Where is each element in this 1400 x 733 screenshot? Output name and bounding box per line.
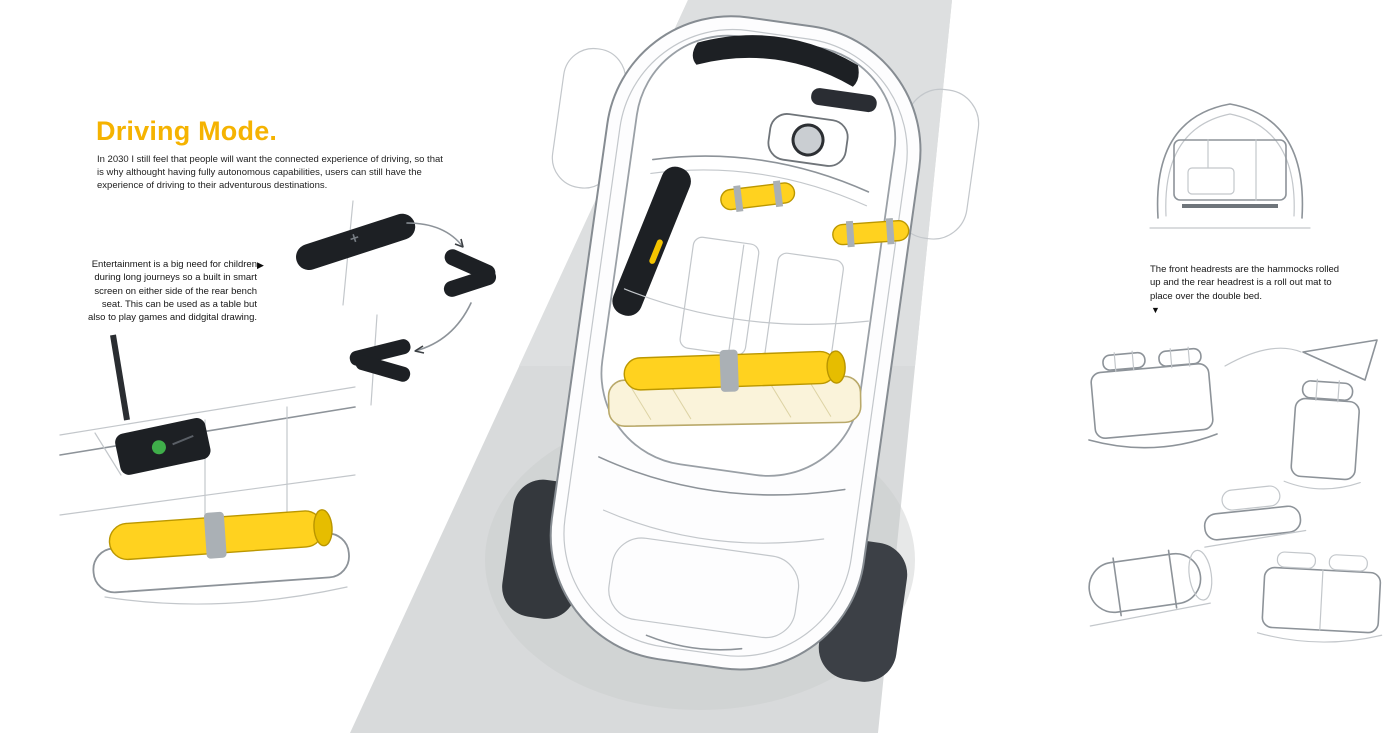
car-rear-section-sketch	[1149, 103, 1311, 229]
bench-front-view	[1256, 551, 1383, 643]
roof-screen-panel	[811, 88, 877, 113]
rear-deck-line2	[602, 509, 825, 544]
screen-flat	[296, 213, 416, 271]
side-screen-slab	[612, 166, 691, 316]
screen-folded-v	[443, 249, 497, 297]
rolled-mat-cylinder	[1088, 549, 1213, 627]
bench-shadow-line	[104, 586, 348, 605]
car-body-inner-line	[563, 28, 908, 657]
seat-with-roll	[1283, 378, 1361, 490]
front-hammock-roll-left	[720, 180, 796, 212]
intro-paragraph: In 2030 I still feel that people will wa…	[97, 154, 443, 192]
pointer-down-icon: ▼	[1151, 305, 1160, 315]
seat-cushion-left	[679, 236, 760, 356]
bench-with-rolled-headrests	[1088, 346, 1218, 449]
front-hammock-roll-right	[832, 218, 910, 248]
fold-arrow-1	[406, 222, 464, 248]
cabin-divider-line	[725, 244, 745, 371]
bench-rolled-mat	[108, 509, 333, 561]
screen-arm	[110, 334, 130, 421]
page-title: Driving Mode.	[96, 116, 278, 146]
rear-bumper-line	[645, 634, 743, 651]
windshield	[692, 35, 859, 87]
annotation-entertainment: Entertainment is a big need for children…	[88, 259, 257, 324]
car-top-sketch	[502, 15, 980, 682]
steering-wheel	[791, 123, 825, 157]
front-seatback-line	[651, 155, 870, 193]
annotation-headrests: The front headrests are the hammocks rol…	[1150, 264, 1340, 302]
mid-cabin-line	[623, 288, 870, 325]
mat-unroll-curve	[1224, 347, 1302, 367]
rear-rolled-mat	[623, 349, 846, 392]
pointer-right-icon: ▶	[257, 260, 264, 270]
rear-bench-sketch	[59, 334, 356, 605]
folded-seat-side	[1203, 485, 1307, 548]
spread-mat-triangle	[1302, 339, 1378, 381]
seat-details-sketch	[1088, 339, 1383, 643]
entertainment-screen	[115, 418, 211, 475]
screen-fold-sequence-sketch	[296, 200, 497, 406]
trunk-panel	[608, 537, 800, 639]
screen-folded-z	[349, 339, 411, 382]
rear-deck-line	[598, 456, 846, 496]
fold-arrow-2	[414, 302, 472, 352]
